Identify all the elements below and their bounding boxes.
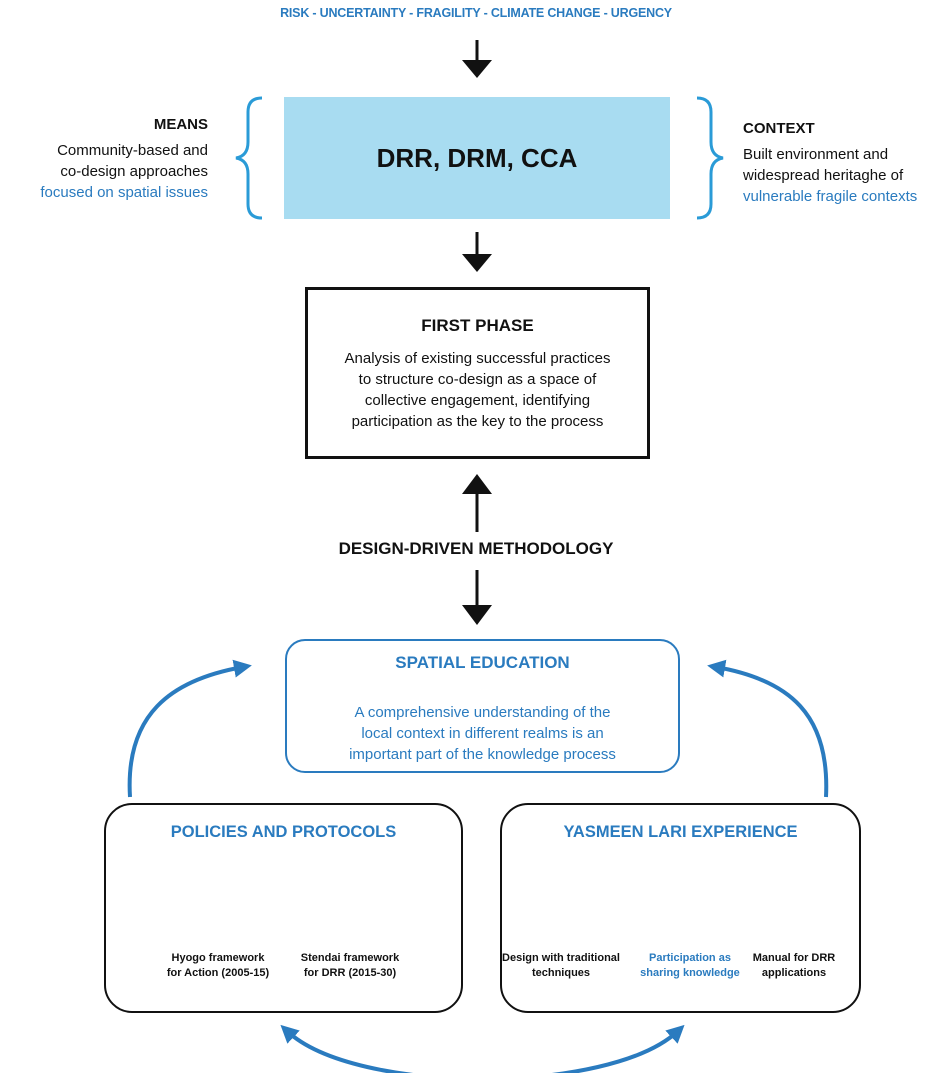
policies-title: POLICIES AND PROTOCOLS — [170, 823, 397, 841]
policies-card: POLICIES AND PROTOCOLS Hyogo framework f… — [104, 803, 463, 1013]
first-phase-line: collective engagement, identifying — [364, 392, 591, 409]
caption-line: Manual for DRR — [752, 952, 836, 964]
spatial-education-title: SPATIAL EDUCATION — [395, 653, 570, 672]
context-line: widespread heritaghe of — [743, 167, 904, 184]
caption-line: Stendai framework — [300, 952, 400, 964]
context-title: CONTEXT — [743, 120, 815, 137]
spatial-education-line: A comprehensive understanding of the — [354, 704, 611, 721]
caption-line: sharing knowledge — [640, 967, 740, 979]
means-line: Community-based and — [57, 142, 208, 159]
caption-line: applications — [761, 967, 827, 979]
caption-line: for DRR (2015-30) — [303, 967, 397, 979]
spatial-education-description: A comprehensive understanding of the loc… — [287, 702, 678, 765]
right-brace — [696, 96, 724, 220]
caption-line: techniques — [531, 967, 591, 979]
first-phase-line: to structure co-design as a space of — [358, 371, 597, 388]
right-curved-arrow — [707, 659, 829, 798]
arrow-down-3 — [462, 570, 492, 625]
traditional-design-caption: Design with traditional techniques — [499, 951, 623, 981]
first-phase-description: Analysis of existing successful practice… — [308, 348, 647, 432]
first-phase-box: FIRST PHASE Analysis of existing success… — [305, 287, 650, 459]
yasmeen-card: YASMEEN LARI EXPERIENCE Design with trad… — [500, 803, 861, 1013]
caption-line: Participation as — [649, 952, 731, 964]
arrow-down-1 — [462, 40, 492, 78]
caption-line: for Action (2005-15) — [166, 967, 270, 979]
methodology-label: DESIGN-DRIVEN METHODOLOGY — [338, 539, 614, 558]
first-phase-line: Analysis of existing successful practice… — [344, 350, 611, 367]
caption-line: Design with traditional — [502, 952, 620, 964]
participation-caption: Participation as sharing knowledge — [628, 951, 752, 981]
means-line: co-design approaches — [60, 163, 208, 180]
core-concepts-title: DRR, DRM, CCA — [376, 142, 578, 173]
stendai-caption: Stendai framework for DRR (2015-30) — [285, 951, 415, 981]
spatial-education-box: SPATIAL EDUCATION A comprehensive unders… — [285, 639, 680, 773]
first-phase-title: FIRST PHASE — [421, 316, 534, 335]
drr-manual-caption: Manual for DRR applications — [739, 951, 849, 981]
means-line-highlight: focused on spatial issues — [40, 184, 208, 201]
arrow-up — [462, 474, 492, 532]
hyogo-caption: Hyogo framework for Action (2005-15) — [153, 951, 283, 981]
left-brace — [235, 96, 263, 220]
left-curved-arrow — [127, 659, 252, 798]
risk-factors-heading: RISK - UNCERTAINTY - FRAGILITY - CLIMATE… — [280, 6, 672, 20]
yasmeen-title: YASMEEN LARI EXPERIENCE — [563, 823, 798, 841]
first-phase-line: participation as the key to the process — [351, 413, 604, 430]
means-title: MEANS — [153, 116, 208, 133]
bottom-double-arrow — [280, 1024, 685, 1073]
context-line-highlight: vulnerable fragile contexts — [743, 188, 918, 205]
spatial-education-line: important part of the knowledge process — [349, 746, 616, 763]
caption-line: Hyogo framework — [171, 952, 265, 964]
context-line: Built environment and — [743, 146, 889, 163]
spatial-education-line: local context in different realms is an — [361, 725, 604, 742]
arrow-down-2 — [462, 232, 492, 272]
core-concepts-box: DRR, DRM, CCA — [284, 97, 670, 219]
